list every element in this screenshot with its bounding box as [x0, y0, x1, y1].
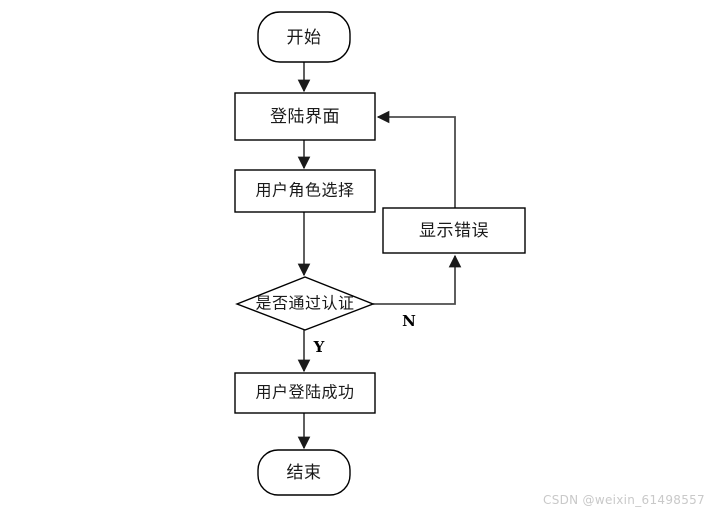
- node-auth-decision-shape: [235, 276, 375, 331]
- node-auth-decision[interactable]: 是否通过认证: [235, 276, 375, 331]
- node-user-role-selection[interactable]: 用户角色选择: [234, 169, 376, 213]
- node-login-success-shape: [234, 372, 376, 414]
- edge-label-no: N: [402, 312, 416, 330]
- node-display-error[interactable]: 显示错误: [382, 207, 526, 254]
- node-end-shape: [257, 449, 351, 496]
- edge-auth-to-error: [373, 254, 462, 305]
- node-start[interactable]: 开始: [257, 11, 351, 63]
- node-login-success-label: 用户登陆成功: [255, 383, 354, 402]
- node-login-interface-shape: [234, 92, 376, 141]
- node-display-error-shape: [382, 207, 526, 254]
- node-end[interactable]: 结束: [257, 449, 351, 496]
- edge-label-layer: N Y: [313, 312, 417, 356]
- csdn-watermark: CSDN @weixin_61498557: [543, 493, 705, 507]
- node-user-role-selection-shape: [234, 169, 376, 213]
- node-display-error-label: 显示错误: [419, 221, 489, 241]
- node-start-shape: [257, 11, 351, 63]
- node-login-interface-label: 登陆界面: [270, 107, 340, 127]
- node-user-role-selection-label: 用户角色选择: [255, 181, 354, 200]
- node-auth-decision-label: 是否通过认证: [255, 294, 354, 313]
- edge-error-to-login: [376, 110, 456, 208]
- edge-label-yes: Y: [313, 338, 325, 356]
- edge-layer: error (right, then up into bottom of err…: [297, 62, 462, 450]
- node-login-success[interactable]: 用户登陆成功: [234, 372, 376, 414]
- node-start-label: 开始: [287, 28, 322, 48]
- node-layer: 开始 登陆界面 用户角色选择 是否通过认证 显示错误 用户登陆成功: [234, 11, 526, 496]
- node-login-interface[interactable]: 登陆界面: [234, 92, 376, 141]
- node-end-label: 结束: [287, 463, 322, 483]
